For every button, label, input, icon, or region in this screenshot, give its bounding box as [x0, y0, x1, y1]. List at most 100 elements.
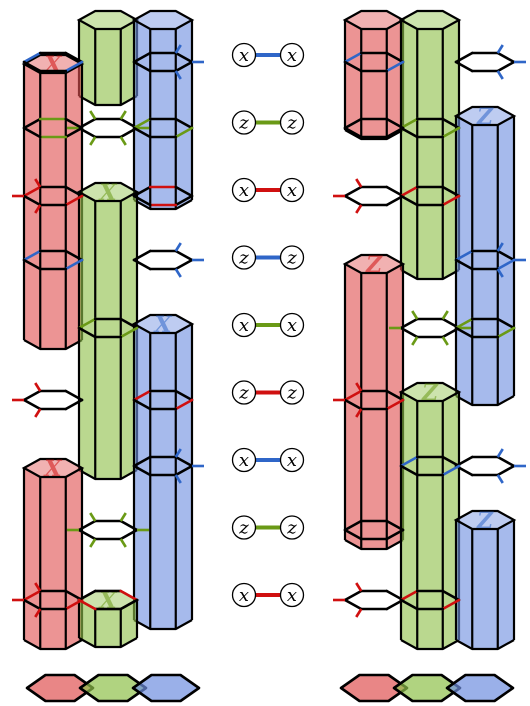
- right-ring-1-stub: [498, 71, 503, 79]
- left-ring-9: [12, 383, 82, 417]
- legend-left-label: z: [238, 113, 249, 134]
- left-ring-1-stub: [90, 137, 95, 145]
- legend-left-label: x: [239, 315, 249, 336]
- left-ring-9-edge: [24, 391, 40, 400]
- right-ring-1-stub: [498, 45, 503, 53]
- base-hexagon-tiles: [27, 675, 513, 701]
- legend-left-label: x: [239, 450, 249, 471]
- legend-left-label: z: [238, 518, 249, 539]
- left-green-pillar-top-body: [79, 20, 137, 105]
- right-ring-14-stub: [356, 609, 361, 617]
- left-ring-1-stub: [121, 111, 126, 119]
- right-red-pillar-top-body: [345, 20, 403, 139]
- left-base-tiles: [27, 675, 199, 701]
- legend-left-label: x: [239, 180, 249, 201]
- right-ring-8-stub: [443, 311, 448, 319]
- left-column-diagram: X X X X X: [12, 11, 204, 649]
- right-column-diagram: ZZZZ: [333, 11, 526, 649]
- left-ring-12-stub: [90, 539, 95, 547]
- left-ring-1-stub: [121, 137, 126, 145]
- legend-right-label: x: [287, 315, 297, 336]
- left-ring-6-edge: [176, 260, 192, 269]
- base-tile-blue: [133, 675, 199, 701]
- legend-left-label: z: [238, 383, 249, 404]
- left-green-pillar-mid-mark: X: [97, 180, 117, 206]
- right-blue-pillar-top-body: [456, 116, 514, 405]
- right-ring-5: [333, 179, 403, 213]
- left-ring-12-stub: [121, 513, 126, 521]
- right-ring-11-edge: [498, 466, 514, 475]
- right-ring-8-stub: [412, 311, 417, 319]
- legend-left-label: z: [238, 248, 249, 269]
- right-ring-14-edge: [345, 591, 361, 600]
- legend-row: xx: [233, 449, 304, 472]
- left-blue-pillar-top: [134, 11, 192, 209]
- right-ring-11: [456, 449, 526, 483]
- left-ring-9-edge: [24, 400, 40, 409]
- left-ring-6-stub: [176, 243, 181, 251]
- left-red-pillar-low-mark: X: [42, 456, 62, 482]
- right-red-pillar-mid: Z: [345, 252, 403, 549]
- legend-row: xx: [233, 44, 304, 67]
- base-tile-blue: [447, 675, 513, 701]
- right-ring-11-stub: [498, 449, 503, 457]
- right-ring-1-edge: [498, 62, 514, 71]
- right-ring-8-stub: [412, 337, 417, 345]
- left-ring-9-stub: [35, 409, 40, 417]
- right-green-pillar-low-mark: Z: [421, 380, 439, 406]
- legend-right-label: x: [287, 45, 297, 66]
- right-ring-1-edge: [498, 53, 514, 62]
- left-blue-pillar-low-mark: X: [152, 312, 172, 338]
- left-red-pillar-top-body: [24, 64, 82, 349]
- right-ring-8-stub: [443, 337, 448, 345]
- right-green-pillar-low-body: [401, 392, 459, 649]
- legend-row: xx: [233, 314, 304, 337]
- left-green-pillar-base: X: [79, 588, 137, 647]
- left-blue-pillar-top-body: [134, 20, 192, 209]
- right-blue-pillar-low-body: [456, 520, 514, 649]
- right-ring-11-stub: [498, 475, 503, 483]
- left-red-pillar-top-mark: X: [42, 52, 62, 78]
- legend-right-label: x: [287, 585, 297, 606]
- right-ring-5-edge: [345, 196, 361, 205]
- right-green-pillar-top: [401, 11, 459, 279]
- right-ring-14: [333, 583, 403, 617]
- legend-row: zz: [233, 381, 304, 404]
- legend-right-label: x: [287, 180, 297, 201]
- right-ring-5-stub: [356, 205, 361, 213]
- right-blue-pillar-top-mark: Z: [476, 104, 494, 130]
- right-base-tiles: [341, 675, 513, 701]
- right-ring-11-edge: [498, 457, 514, 466]
- legend-row: zz: [233, 111, 304, 134]
- right-blue-pillar-low: Z: [456, 508, 514, 649]
- right-ring-5-edge: [345, 187, 361, 196]
- left-red-pillar-low: X: [24, 456, 82, 649]
- left-green-pillar-mid: X: [79, 180, 137, 479]
- left-green-pillar-top: [79, 11, 137, 105]
- left-green-pillar-mid-body: [79, 192, 137, 479]
- legend-left-label: x: [239, 585, 249, 606]
- left-ring-6: [134, 243, 204, 277]
- right-blue-pillar-low-mark: Z: [476, 508, 494, 534]
- left-ring-12-stub: [90, 513, 95, 521]
- legend-right-label: z: [286, 248, 297, 269]
- left-red-pillar-low-body: [24, 468, 82, 649]
- legend-left-label: x: [239, 45, 249, 66]
- left-ring-6-stub: [176, 269, 181, 277]
- right-ring-5-stub: [356, 179, 361, 187]
- right-ring-1: [456, 45, 526, 79]
- left-blue-pillar-low-body: [134, 324, 192, 629]
- legend-right-label: z: [286, 518, 297, 539]
- left-ring-1-stub: [90, 111, 95, 119]
- right-green-pillar-top-body: [401, 20, 459, 279]
- legend-row: zz: [233, 516, 304, 539]
- right-red-pillar-mid-body: [345, 264, 403, 549]
- left-ring-12-stub: [121, 539, 126, 547]
- right-ring-14-edge: [345, 600, 361, 609]
- legend-right-label: x: [287, 450, 297, 471]
- legend-right-label: z: [286, 383, 297, 404]
